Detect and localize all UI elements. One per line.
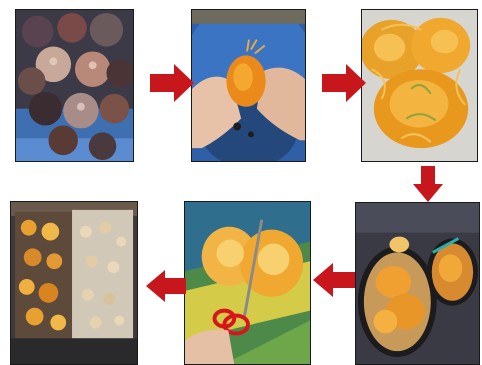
flow-arrow-left-2 [146,270,186,302]
flow-arrow-down [413,166,443,202]
step-2-photo [191,9,306,162]
step-6-photo [10,201,138,365]
flow-arrow-right-2 [322,64,366,102]
flow-arrow-left-1 [313,263,355,297]
step-3-photo [361,9,478,162]
step-1-photo [15,9,134,162]
flow-arrow-right-1 [150,64,194,102]
step-4-photo [355,202,480,365]
step-5-photo [184,201,311,365]
